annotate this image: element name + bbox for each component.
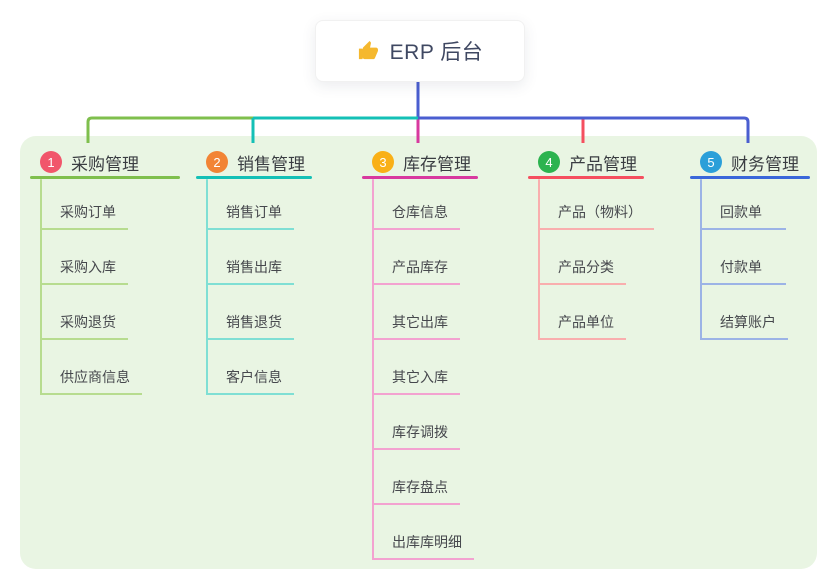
child-node[interactable]: 客户信息 xyxy=(206,367,294,395)
branch-label: 采购管理 xyxy=(71,154,139,174)
child-label: 销售退货 xyxy=(226,314,282,330)
child-label: 仓库信息 xyxy=(392,204,448,220)
branch-label: 销售管理 xyxy=(237,154,305,174)
branch-underline xyxy=(690,176,810,179)
branch-node-2[interactable]: 2 销售管理 xyxy=(206,148,305,176)
branch-badge-icon: 4 xyxy=(538,151,560,173)
child-node[interactable]: 付款单 xyxy=(700,257,786,285)
child-node[interactable]: 仓库信息 xyxy=(372,202,460,230)
branch-underline xyxy=(196,176,312,179)
root-title: ERP 后台 xyxy=(389,41,484,64)
child-node[interactable]: 结算账户 xyxy=(700,312,788,340)
branch-spine-line xyxy=(206,179,208,395)
child-node[interactable]: 库存调拨 xyxy=(372,422,460,450)
branch-underline xyxy=(30,176,180,179)
branches-panel xyxy=(20,136,817,569)
child-label: 产品（物料） xyxy=(558,204,642,220)
child-label: 结算账户 xyxy=(720,314,776,330)
child-label: 出库库明细 xyxy=(392,534,462,550)
branch-node-1[interactable]: 1 采购管理 xyxy=(40,148,139,176)
child-label: 采购入库 xyxy=(60,259,116,275)
child-node[interactable]: 其它入库 xyxy=(372,367,460,395)
branch-spine-line xyxy=(700,179,702,340)
branch-label: 产品管理 xyxy=(569,154,637,174)
child-label: 付款单 xyxy=(720,259,762,275)
branch-spine-line xyxy=(372,179,374,560)
child-label: 客户信息 xyxy=(226,369,282,385)
child-node[interactable]: 销售订单 xyxy=(206,202,294,230)
root-node[interactable]: ERP 后台 xyxy=(315,20,525,82)
child-node[interactable]: 销售出库 xyxy=(206,257,294,285)
branch-label: 库存管理 xyxy=(403,154,471,174)
branch-badge-icon: 5 xyxy=(700,151,722,173)
child-label: 回款单 xyxy=(720,204,762,220)
child-node[interactable]: 采购入库 xyxy=(40,257,128,285)
child-label: 采购退货 xyxy=(60,314,116,330)
branch-badge-icon: 1 xyxy=(40,151,62,173)
branch-node-4[interactable]: 4 产品管理 xyxy=(538,148,637,176)
branch-node-5[interactable]: 5 财务管理 xyxy=(700,148,799,176)
child-node[interactable]: 出库库明细 xyxy=(372,532,474,560)
child-node[interactable]: 采购退货 xyxy=(40,312,128,340)
branch-label: 财务管理 xyxy=(731,154,799,174)
child-label: 其它入库 xyxy=(392,369,448,385)
child-label: 产品库存 xyxy=(392,259,448,275)
child-node[interactable]: 采购订单 xyxy=(40,202,128,230)
child-label: 库存盘点 xyxy=(392,479,448,495)
branch-spine-line xyxy=(538,179,540,340)
child-node[interactable]: 产品分类 xyxy=(538,257,626,285)
child-node[interactable]: 产品单位 xyxy=(538,312,626,340)
branch-underline xyxy=(528,176,644,179)
child-node[interactable]: 销售退货 xyxy=(206,312,294,340)
branch-badge-icon: 3 xyxy=(372,151,394,173)
child-node[interactable]: 产品（物料） xyxy=(538,202,654,230)
child-label: 销售订单 xyxy=(226,204,282,220)
child-label: 供应商信息 xyxy=(60,369,130,385)
child-label: 库存调拨 xyxy=(392,424,448,440)
thumbs-up-icon xyxy=(358,40,378,59)
child-label: 销售出库 xyxy=(226,259,282,275)
branch-spine-line xyxy=(40,179,42,395)
branch-badge-icon: 2 xyxy=(206,151,228,173)
child-node[interactable]: 产品库存 xyxy=(372,257,460,285)
child-node[interactable]: 供应商信息 xyxy=(40,367,142,395)
child-label: 采购订单 xyxy=(60,204,116,220)
child-node[interactable]: 库存盘点 xyxy=(372,477,460,505)
child-node[interactable]: 其它出库 xyxy=(372,312,460,340)
child-label: 其它出库 xyxy=(392,314,448,330)
child-node[interactable]: 回款单 xyxy=(700,202,786,230)
child-label: 产品单位 xyxy=(558,314,614,330)
child-label: 产品分类 xyxy=(558,259,614,275)
branch-node-3[interactable]: 3 库存管理 xyxy=(372,148,471,176)
branch-underline xyxy=(362,176,478,179)
